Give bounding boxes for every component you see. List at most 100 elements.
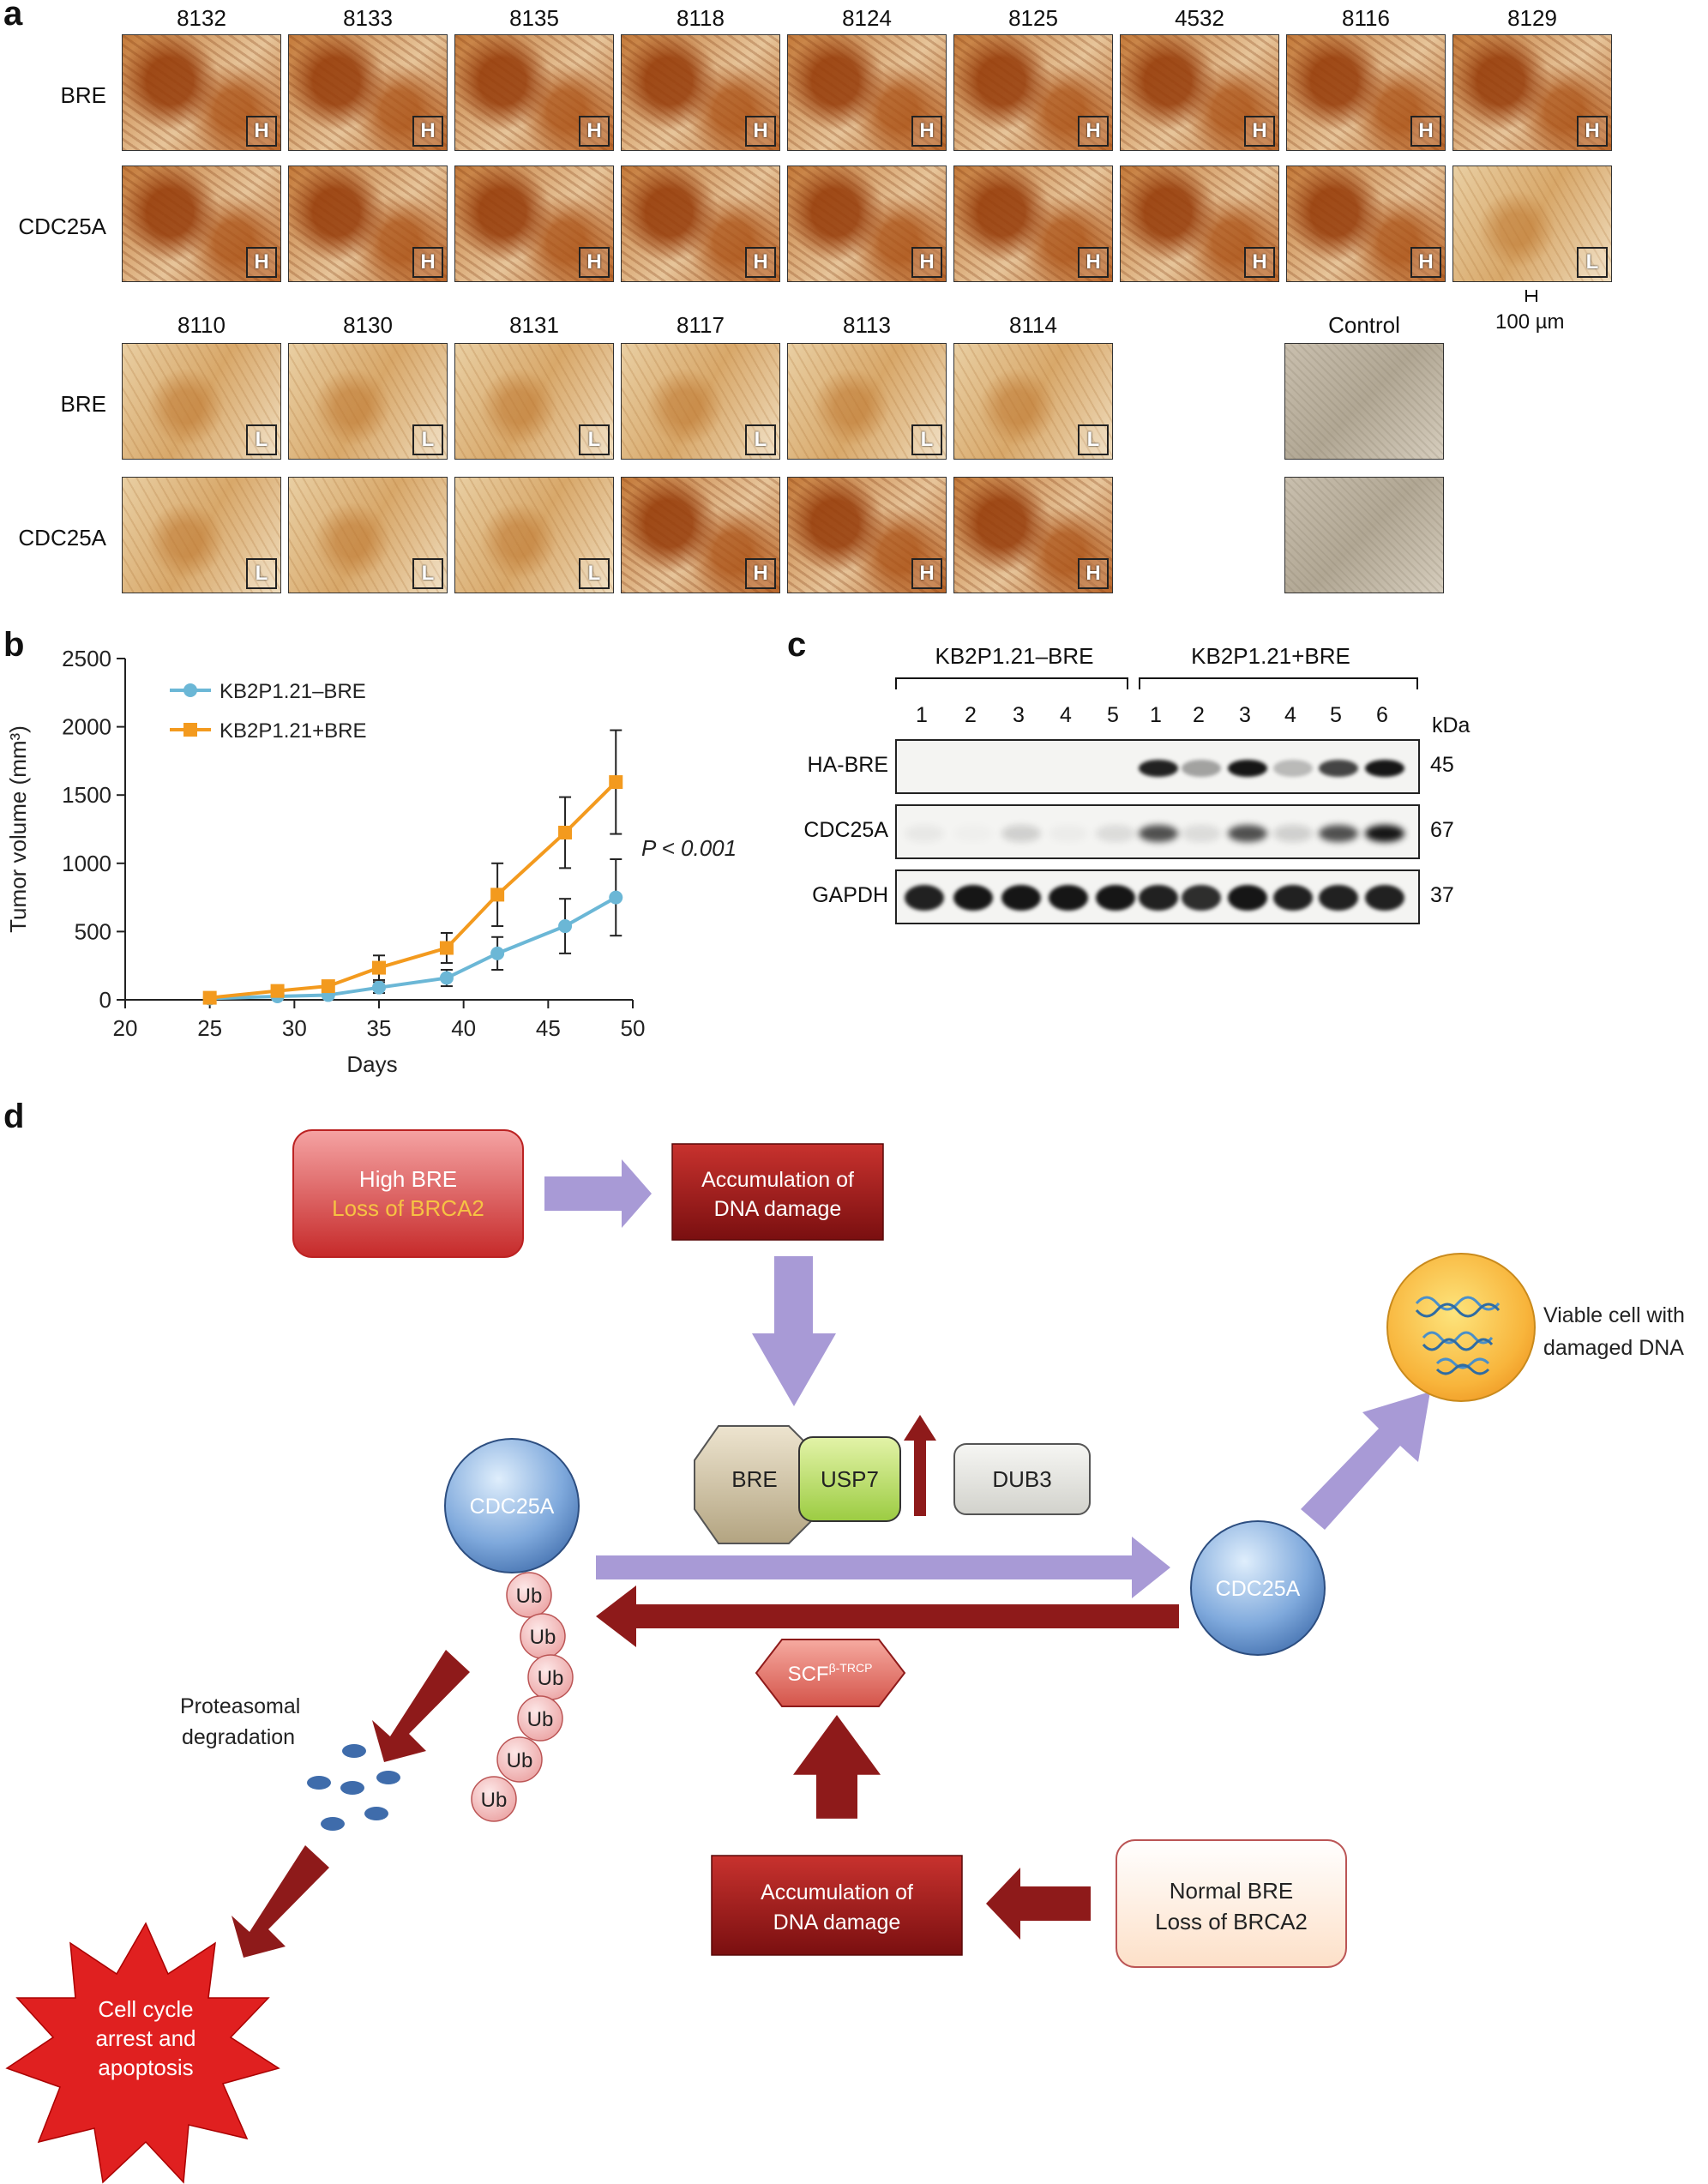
grade-label: H [1244, 247, 1275, 278]
blot-band [1228, 825, 1267, 842]
ihc-bre-8113: L [787, 343, 947, 460]
lane-number: 5 [1107, 703, 1119, 727]
loss-brca2-top-text: Loss of BRCA2 [332, 1195, 484, 1221]
lane-number: 6 [1376, 703, 1388, 727]
lane-number: 3 [1013, 703, 1025, 727]
bre-label: BRE [731, 1466, 777, 1492]
data-point-circle [609, 890, 623, 905]
legend-marker-1 [183, 723, 197, 737]
y-tick-label: 1500 [62, 782, 111, 808]
arrow-accum-to-scf [793, 1714, 881, 1819]
ihc-bre-8130: L [288, 343, 448, 460]
cdc25a-right-label: CDC25A [1216, 1577, 1301, 1601]
legend-label-1: KB2P1.21+BRE [220, 719, 366, 743]
blot-band [1273, 885, 1313, 911]
grade-label: H [911, 116, 942, 147]
y-tick-label: 2500 [62, 646, 111, 671]
series-line-0 [209, 895, 617, 1001]
blot-band [1319, 760, 1358, 777]
blot-band [1319, 885, 1358, 911]
grade-label: L [246, 558, 277, 589]
grade-label: L [579, 558, 610, 589]
grade-label: L [412, 424, 443, 455]
arrow-to-viable-cell [1301, 1392, 1430, 1530]
scf-hexagon [755, 1639, 906, 1707]
blot-band [1182, 760, 1221, 777]
grade-label: H [745, 247, 776, 278]
kda-label: kDa [1432, 713, 1470, 737]
blot-strip-cdc25a [895, 804, 1420, 859]
usp7-box [798, 1436, 901, 1522]
scale-bar-text: 100 µm [1495, 310, 1565, 334]
arrow-to-apoptosis [232, 1845, 329, 1958]
sample-id-8117: 8117 [677, 312, 725, 338]
grade-label: L [1577, 247, 1608, 278]
panel-c-letter: c [787, 626, 807, 664]
lane-number: 4 [1284, 703, 1296, 727]
row-label-bre-top: BRE [60, 82, 106, 108]
ihc-bre-8110: L [122, 343, 281, 460]
sample-id-4532: 4532 [1175, 5, 1224, 31]
lane-number: 1 [1150, 703, 1162, 727]
ihc-cdc25a-8114: H [953, 477, 1113, 593]
scale-bar-line [1527, 295, 1536, 297]
blot-band [1139, 760, 1178, 777]
sample-id-8133: 8133 [343, 5, 393, 31]
blot-band [905, 885, 944, 911]
accum-dna-damage-top-box [671, 1143, 884, 1241]
proteasome-fragments [307, 1744, 400, 1831]
arrest-line1: Cell cycle [98, 1996, 193, 2022]
x-tick-label: 50 [621, 1015, 646, 1041]
grade-label: H [246, 247, 277, 278]
sample-id-8116: 8116 [1342, 5, 1390, 31]
ihc-bre-8131: L [454, 343, 614, 460]
blot-band [1096, 825, 1135, 842]
series-line-1 [209, 780, 617, 1000]
legend-label-0: KB2P1.21–BRE [220, 680, 366, 703]
ihc-bre-8135: H [454, 34, 614, 151]
ub-4: Ub [527, 1708, 554, 1731]
ub-6: Ub [481, 1789, 508, 1812]
arrow-degradation [596, 1585, 1179, 1647]
blot-kda-37: 37 [1430, 883, 1454, 907]
grade-label: H [246, 116, 277, 147]
blot-band [953, 885, 993, 911]
data-point-circle [558, 919, 573, 934]
sample-id-8113: 8113 [843, 312, 891, 338]
ihc-bre-8114: L [953, 343, 1113, 460]
blot-band [1365, 885, 1404, 911]
proteasomal-line1: Proteasomal [180, 1694, 300, 1718]
arrest-line2: arrest and [95, 2025, 195, 2051]
grade-label: H [1078, 116, 1109, 147]
normal-bre-box [1116, 1839, 1347, 1968]
arrow-high-bre-to-accum [544, 1159, 652, 1228]
group-label-plus: KB2P1.21+BRE [1191, 643, 1350, 669]
data-point-square [490, 887, 505, 902]
y-axis-label: Tumor volume (mm³) [5, 725, 31, 933]
data-point-square [439, 941, 454, 955]
sample-id-8124: 8124 [842, 5, 892, 31]
ihc-cdc25a-8131: L [454, 477, 614, 593]
x-tick-label: 40 [451, 1015, 476, 1041]
grade-label: L [745, 424, 776, 455]
high-bre-text: High BRE [359, 1166, 457, 1192]
ihc-bre-8118: H [621, 34, 780, 151]
pathway-diagram: High BRE Loss of BRCA2 Accumulation of D… [5, 1129, 1685, 2184]
grade-label: H [1410, 116, 1441, 147]
ihc-bre-4532: H [1120, 34, 1279, 151]
blot-band [1001, 885, 1041, 911]
ihc-cdc25a-8125: H [953, 165, 1113, 282]
data-point-square [202, 990, 217, 1005]
accum-bottom-line2: DNA damage [773, 1910, 901, 1934]
bracket-minus [895, 677, 1128, 689]
dub3-label: DUB3 [992, 1466, 1051, 1492]
ihc-bre-8132: H [122, 34, 281, 151]
apoptosis-starburst [5, 1922, 280, 2184]
ub-3: Ub [538, 1667, 564, 1690]
blot-band [1319, 825, 1358, 842]
loss-brca2-bottom-text: Loss of BRCA2 [1155, 1909, 1308, 1934]
blot-band [1182, 825, 1221, 842]
row-label-cdc25a-top: CDC25A [18, 214, 106, 239]
blot-band [1365, 760, 1404, 777]
blot-strip-gapdh [895, 869, 1420, 924]
